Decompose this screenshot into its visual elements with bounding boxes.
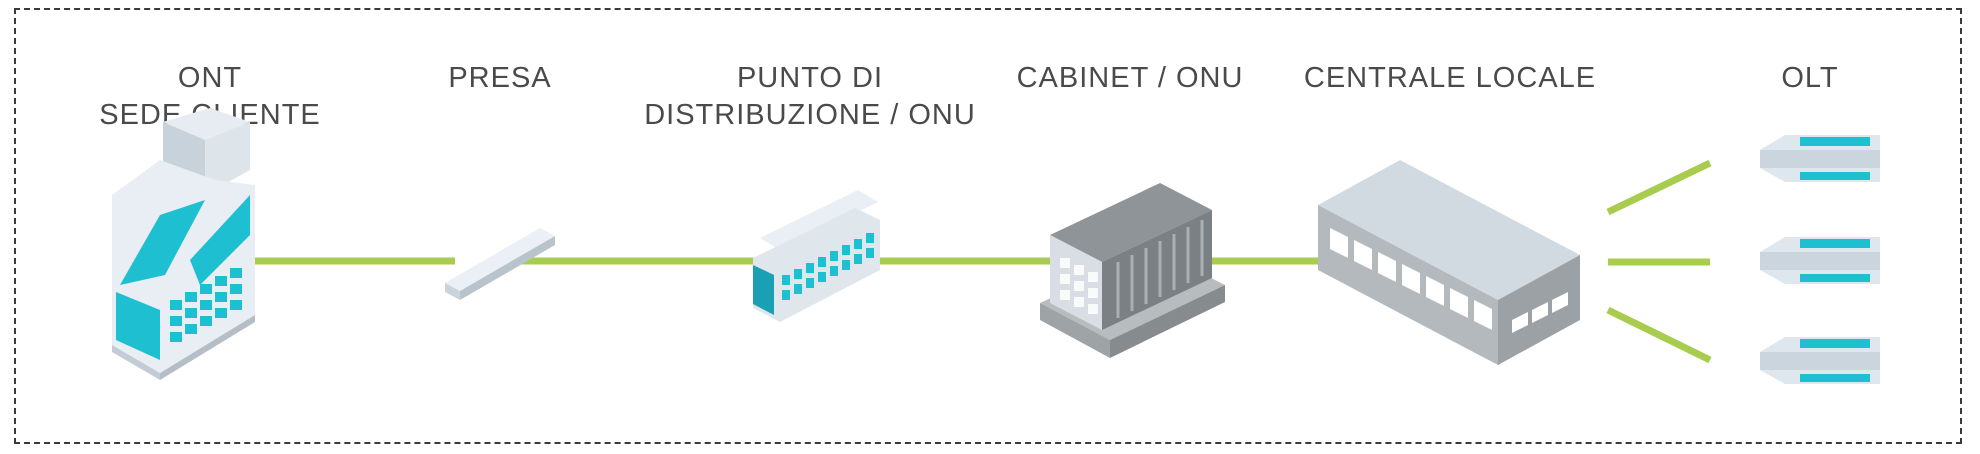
olt-device-middle: [1760, 237, 1880, 284]
label-olt-line1: OLT: [1781, 62, 1839, 94]
central-office-windows: [1330, 228, 1568, 333]
label-centrale: CENTRALE LOCALE: [1290, 60, 1610, 97]
olt-device-icon: [1760, 135, 1880, 384]
label-presa-line1: PRESA: [448, 62, 552, 94]
cabinet-vents: [1116, 220, 1204, 318]
fiber-centrale-olt-bottom: [1606, 306, 1712, 364]
label-punto-line1: PUNTO DI: [736, 62, 884, 94]
label-cabinet-line1: CABINET / ONU: [1016, 62, 1244, 94]
olt-device-top: [1760, 135, 1880, 182]
dashed-frame: [14, 8, 1962, 444]
building-icon: [112, 108, 255, 380]
distribution-point-icon: [753, 190, 880, 322]
label-centrale-line1: CENTRALE LOCALE: [1303, 62, 1597, 94]
cabinet-grille: [1060, 258, 1098, 314]
cabinet-icon: [1040, 183, 1225, 358]
socket-icon: [445, 228, 555, 300]
fiber-centrale-olt-top: [1606, 159, 1712, 216]
fiber-links: [255, 159, 1712, 364]
label-punto: PUNTO DI DISTRIBUZIONE / ONU: [620, 60, 1000, 134]
label-cabinet: CABINET / ONU: [1000, 60, 1260, 97]
label-olt: OLT: [1740, 60, 1880, 97]
building-windows: [170, 268, 242, 342]
label-presa: PRESA: [400, 60, 600, 97]
label-ont-line1: ONT: [177, 62, 243, 94]
label-punto-line2: DISTRIBUZIONE / ONU: [644, 99, 976, 131]
central-office-icon: [1318, 160, 1580, 365]
olt-device-bottom: [1760, 337, 1880, 384]
distribution-windows: [782, 233, 874, 300]
